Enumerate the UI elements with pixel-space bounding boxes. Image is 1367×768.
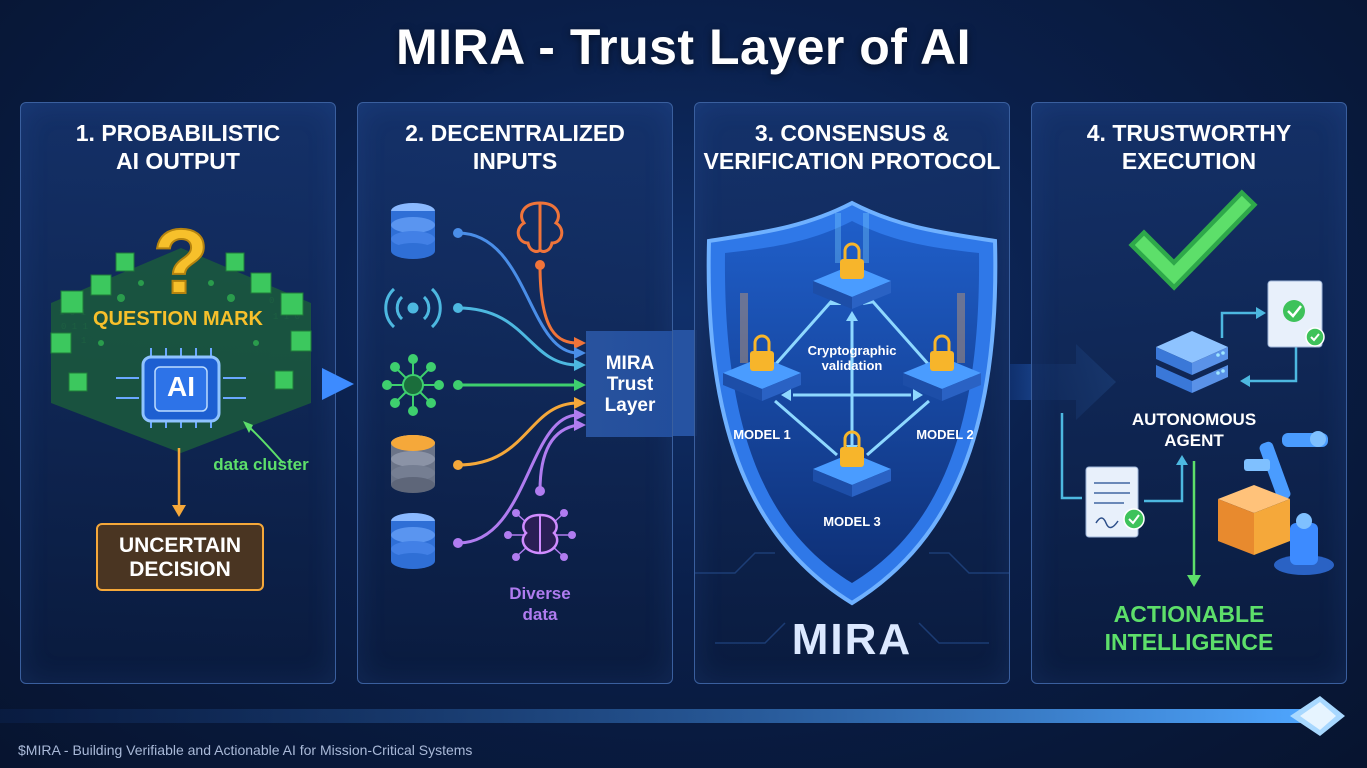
network-icon	[383, 355, 443, 415]
flow-arrow-1	[320, 364, 360, 404]
timeline-arrow	[0, 692, 1367, 742]
result-line: ACTIONABLE	[1032, 600, 1346, 628]
validation-line: validation	[792, 358, 912, 373]
database-icon	[391, 203, 435, 259]
question-mark-label: QUESTION MARK	[21, 308, 335, 331]
hub-label-line: MIRA	[586, 353, 673, 374]
hub-label-line: Trust	[586, 374, 673, 395]
cryptographic-validation-label: Cryptographic validation	[792, 343, 912, 373]
database-icon	[391, 435, 435, 493]
page-title: MIRA - Trust Layer of AI	[0, 18, 1367, 76]
model-3-label: MODEL 3	[807, 514, 897, 529]
box-icon	[1218, 485, 1290, 555]
footer-caption: $MIRA - Building Verifiable and Actionab…	[18, 742, 472, 758]
brain-icon	[504, 509, 576, 561]
autonomous-agent-label: AUTONOMOUS AGENT	[1114, 409, 1274, 451]
brain-icon	[518, 203, 562, 251]
ai-chip-label: AI	[143, 371, 219, 403]
diverse-line: data	[488, 604, 592, 625]
result-line: INTELLIGENCE	[1032, 628, 1346, 656]
actionable-intelligence-label: ACTIONABLE INTELLIGENCE	[1032, 600, 1346, 656]
lock-icon	[840, 259, 864, 279]
model-1-label: MODEL 1	[717, 427, 807, 442]
agent-line: AUTONOMOUS	[1114, 409, 1274, 430]
diverse-data-label: Diverse data	[488, 583, 592, 625]
document-icon	[1086, 467, 1144, 537]
execution-graphic	[1032, 103, 1346, 683]
question-icon: ?	[153, 211, 209, 313]
document-icon	[1268, 281, 1324, 347]
mira-trust-layer-hub: MIRA Trust Layer	[586, 331, 673, 437]
panel-consensus-verification: 3. CONSENSUS & VERIFICATION PROTOCOL	[694, 102, 1010, 684]
diverse-line: Diverse	[488, 583, 592, 604]
hub-label-line: Layer	[586, 395, 673, 416]
agent-line: AGENT	[1114, 430, 1274, 451]
lock-icon	[930, 351, 954, 371]
validation-line: Cryptographic	[792, 343, 912, 358]
panel-trustworthy-execution: 4. TRUSTWORTHY EXECUTION	[1031, 102, 1347, 684]
server-icon	[1156, 331, 1228, 393]
lock-icon	[750, 351, 774, 371]
decision-line: DECISION	[98, 558, 262, 582]
panel-decentralized-inputs: 2. DECENTRALIZED INPUTS	[357, 102, 673, 684]
uncertain-decision-box: UNCERTAIN DECISION	[96, 523, 264, 591]
data-cluster-label: data cluster	[201, 455, 321, 475]
mira-brand-logo: MIRA	[695, 615, 1009, 665]
decision-line: UNCERTAIN	[98, 534, 262, 558]
lock-icon	[840, 447, 864, 467]
signal-icon	[386, 289, 441, 327]
shield-graphic	[695, 103, 1009, 683]
database-icon	[391, 513, 435, 569]
model-2-label: MODEL 2	[900, 427, 990, 442]
panel-probabilistic-output: 1. PROBABILISTIC AI OUTPUT 1 0 10 1 1 0 …	[20, 102, 336, 684]
